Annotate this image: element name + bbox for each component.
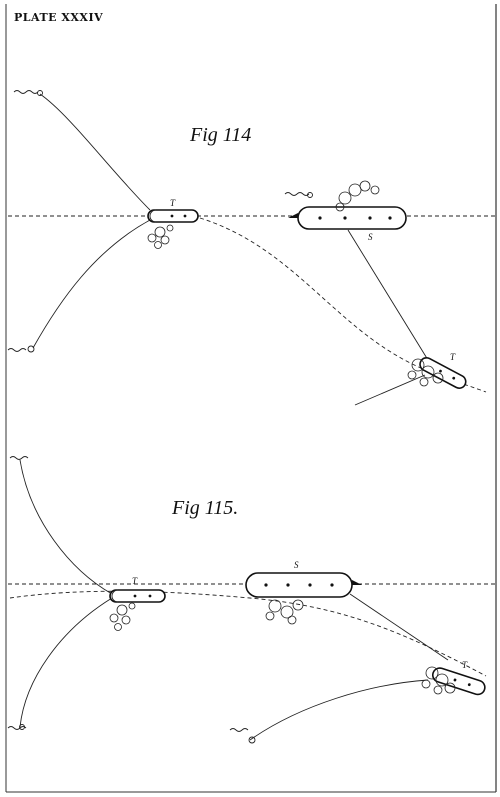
- plate-title: PLATE XXXIV: [14, 11, 103, 24]
- smoke-icon: [147, 224, 174, 249]
- smoke-icon: [407, 358, 444, 387]
- chain-end-icon: [9, 456, 29, 460]
- sweep-line: [354, 374, 426, 406]
- tow-line: [347, 229, 429, 361]
- torpedo-vessel: [431, 667, 486, 696]
- ship-s: S: [245, 560, 362, 625]
- figure-label: Fig 114: [189, 124, 251, 146]
- smoke-icon: [421, 666, 456, 695]
- ship-s: S: [288, 180, 407, 242]
- torpedo-vessel: [419, 356, 467, 389]
- ship-letter: S: [294, 560, 299, 570]
- chain-end-icon: [229, 728, 256, 744]
- figure-115: Fig 115. T: [7, 456, 496, 744]
- ship-letter: T: [462, 660, 468, 670]
- chain-end-icon: [7, 724, 27, 730]
- ship-letter: S: [368, 232, 373, 242]
- chain-end-icon: [13, 90, 43, 96]
- hawser-upper: [19, 459, 113, 595]
- torpedo-track: [199, 217, 487, 393]
- smoke-icon: [265, 599, 304, 625]
- chain-end-icon: [284, 192, 313, 198]
- torpedo-vessel: T: [109, 576, 166, 631]
- hawser-lower: [19, 597, 113, 728]
- hawser-upper: [39, 93, 151, 211]
- ship-letter: T: [170, 198, 176, 208]
- figure-label: Fig 115.: [171, 497, 238, 519]
- smoke-icon: [109, 602, 136, 631]
- ship-letter: T: [450, 352, 456, 362]
- tow-line: [349, 593, 449, 661]
- hawser-lower: [32, 219, 151, 349]
- ship-letter: T: [132, 576, 138, 586]
- torpedo-track: [9, 590, 487, 677]
- torpedo-vessel: T: [147, 198, 199, 249]
- smoke-icon: [335, 180, 380, 212]
- sweep-line: [249, 679, 429, 741]
- figure-114: Fig 114 T: [7, 90, 496, 406]
- chain-end-icon: [7, 345, 35, 353]
